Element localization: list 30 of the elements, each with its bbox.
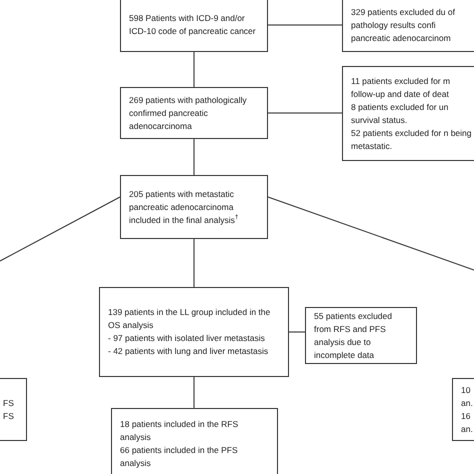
flow-box [111,408,278,474]
box-text: FS [3,410,15,422]
box-text: FS [3,396,15,410]
box-text: 52 patients excluded for n being metastatic. [351,126,473,152]
connector-line [0,196,120,262]
flow-box [120,175,268,239]
box-text: - 42 patients with lung and liver metastasis [108,345,270,358]
box-text: 269 patients with pathologically confirmed pancreatic adenocarcinoma [129,94,248,132]
box-text: 16 an. [461,410,474,436]
connector-line [268,24,342,26]
box-text: 8 patients excluded for un survival status. [351,100,450,126]
box-text: 55 patients excluded from RFS and PFS analysis due to incomplete data [314,310,393,362]
box-text: 598 Patients with ICD-9 and/or ICD-10 code of pancreatic cancer [129,12,257,38]
box-text: 139 patients in the LL group included in the OS analysis [108,306,272,332]
flow-box [342,66,474,161]
flow-box [0,378,27,441]
flow-box [120,87,268,139]
flow-box [99,287,289,377]
connector-line [268,112,342,114]
flow-box [342,0,474,52]
box-text: 18 patients included in the RFS analysis [120,418,240,444]
box-text: 329 patients excluded du of pathology results confi pancreatic adenocarcinom [351,6,456,44]
box-text: 66 patients included in the PFS analysis [120,444,239,470]
box-text: 10 an. [461,384,474,410]
connector-line [268,196,474,270]
box-text: 205 patients with metastatic pancreatic adenocarcinoma included in the final analysis$^{†}$ [129,188,240,226]
flow-box [305,307,417,364]
flow-box [120,0,268,52]
box-text: 11 patients excluded for m follow-up and date of deat [351,74,452,100]
box-text: - 97 patients with isolated liver metastasis [108,332,266,345]
